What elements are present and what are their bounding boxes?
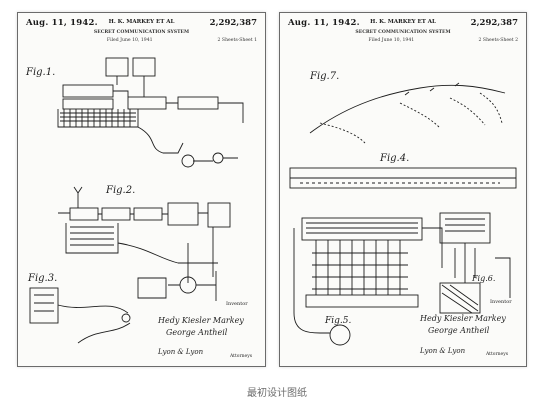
sheet-count: 2 Sheets-Sheet 1 — [217, 38, 257, 43]
patent-inventors: H. K. MARKEY ET AL — [370, 19, 436, 25]
inventor-label: Inventor — [226, 301, 248, 307]
image-caption: 最初设计图纸 — [247, 388, 307, 399]
schematic-drawing-sheet-1: Fig.1. Fig.2. Fig.3. — [25, 57, 253, 359]
figure-label: Fig.5. — [324, 316, 351, 326]
figure-label: Fig.1. — [25, 67, 55, 78]
patent-filed: Filed June 10, 1941 — [368, 38, 415, 43]
attorney-label: Attorneys — [485, 351, 509, 357]
figure-label: Fig.4. — [379, 153, 409, 164]
patent-title: SECRET COMMUNICATION SYSTEM — [93, 30, 190, 35]
attorney-label: Attorneys — [229, 353, 253, 359]
patent-inventors: H. K. MARKEY ET AL — [108, 19, 175, 25]
figure-label: Fig.2. — [105, 185, 135, 196]
inventor-signature: George Antheil — [428, 326, 490, 335]
figure-label: Fig.3. — [27, 273, 57, 284]
patent-number: 2,292,387 — [209, 18, 257, 28]
inventor-label: Inventor — [490, 299, 512, 305]
patent-title: SECRET COMMUNICATION SYSTEM — [355, 30, 451, 35]
inventor-signature: Hedy Kiesler Markey — [419, 314, 506, 323]
patent-date: Aug. 11, 1942. — [26, 18, 98, 28]
attorney-signature: Lyon & Lyon — [419, 347, 466, 355]
patent-sheet-1: Aug. 11, 1942. H. K. MARKEY ET AL 2,292,… — [17, 12, 266, 367]
schematic-drawing-sheet-2: Fig.7. Fig.4. Fig.5. Fig.6. Inventor Hed… — [289, 71, 517, 357]
sheet-count: 2 Sheets-Sheet 2 — [478, 38, 518, 43]
attorney-signature: Lyon & Lyon — [157, 348, 204, 356]
patent-filed: Filed June 10, 1941 — [106, 38, 153, 43]
patent-number: 2,292,387 — [470, 18, 518, 28]
inventor-signature: Hedy Kiesler Markey — [157, 316, 244, 325]
patent-sheet-2: Aug. 11, 1942. H. K. MARKEY ET AL 2,292,… — [279, 12, 527, 367]
figure-label: Fig.7. — [309, 71, 339, 82]
inventor-signature: George Antheil — [166, 328, 228, 337]
patent-date: Aug. 11, 1942. — [288, 18, 360, 28]
figure-label: Fig.6. — [471, 274, 495, 283]
